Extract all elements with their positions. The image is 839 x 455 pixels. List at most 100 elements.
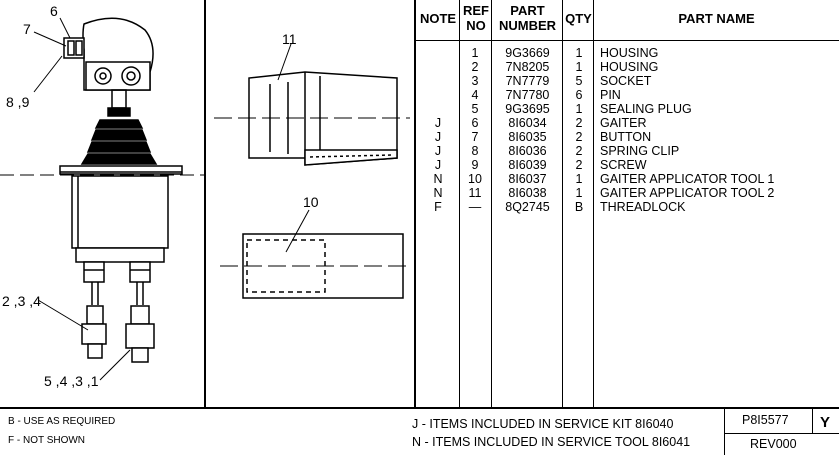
row-note: N [433, 172, 443, 186]
row-note: N [433, 186, 443, 200]
divider-right [414, 0, 416, 408]
row-part-number: 8I6036 [508, 144, 547, 158]
row-part-number: 7N7780 [505, 88, 550, 102]
divider-left [204, 0, 206, 408]
callout-7: 7 [23, 21, 31, 37]
table-row: J 7 8I6035 2 BUTTON [417, 130, 774, 144]
row-part-number: 8I6039 [508, 158, 547, 172]
row-part-name: GAITER APPLICATOR TOOL 1 [600, 172, 775, 186]
row-qty: 1 [575, 102, 583, 116]
row-part-name: HOUSING [600, 46, 659, 60]
footnote-j: J - ITEMS INCLUDED IN SERVICE KIT 8I6040 [412, 417, 674, 431]
header-note: NOTE [419, 11, 457, 26]
table-row: 2 7N8205 1 HOUSING [417, 60, 774, 74]
row-part-name: SPRING CLIP [600, 144, 680, 158]
row-ref: 2 [471, 60, 479, 74]
footer-box-left [724, 408, 725, 455]
row-note: J [434, 130, 442, 144]
row-part-number: 9G3669 [505, 46, 550, 60]
row-ref: 7 [471, 130, 479, 144]
tool-10-drawing [220, 209, 412, 299]
row-part-name: SCREW [600, 158, 647, 172]
row-note [417, 88, 459, 102]
row-note [417, 74, 459, 88]
table-row: N 11 8I6038 1 GAITER APPLICATOR TOOL 2 [417, 186, 774, 200]
tool-11-drawing [214, 43, 410, 166]
row-part-name: THREADLOCK [600, 200, 686, 214]
row-note [417, 46, 459, 60]
row-part-name: SEALING PLUG [600, 102, 692, 116]
row-qty: 1 [575, 186, 583, 200]
row-part-number: 8I6038 [508, 186, 547, 200]
callout-8-9: 8 ,9 [6, 94, 30, 110]
row-part-name: SOCKET [600, 74, 652, 88]
footnote-f: F - NOT SHOWN [8, 435, 86, 446]
row-note [417, 60, 459, 74]
row-ref: 11 [468, 186, 482, 200]
callout-6: 6 [50, 3, 58, 19]
row-part-name: BUTTON [600, 130, 652, 144]
row-qty: 2 [575, 144, 583, 158]
table-row: 3 7N7779 5 SOCKET [417, 74, 774, 88]
document-number: P8I5577 [742, 413, 789, 427]
header-part-name: PART NAME [678, 11, 755, 26]
row-ref: 1 [471, 46, 479, 60]
header-qty: QTY [565, 11, 592, 26]
row-part-name: GAITER [600, 116, 647, 130]
row-note: J [434, 116, 442, 130]
row-qty: 5 [575, 74, 583, 88]
row-part-name: HOUSING [600, 60, 659, 74]
table-row: F — 8Q2745 B THREADLOCK [417, 200, 774, 214]
callout-2-3-4: 2 ,3 ,4 [2, 293, 41, 309]
table-row: 5 9G3695 1 SEALING PLUG [417, 102, 774, 116]
joystick-drawing [0, 17, 204, 381]
row-note: F [434, 200, 442, 214]
footer-box-rule [724, 433, 839, 434]
row-part-number: 8Q2745 [505, 200, 550, 214]
row-note [417, 102, 459, 116]
sheet-letter: Y [820, 414, 831, 431]
col-line-pn [562, 0, 563, 408]
row-part-number: 7N8205 [505, 60, 550, 74]
row-qty: 6 [575, 88, 583, 102]
col-line-note [459, 0, 460, 408]
row-part-number: 7N7779 [505, 74, 550, 88]
row-ref: — [468, 200, 482, 214]
row-qty: B [574, 200, 584, 214]
row-qty: 2 [575, 130, 583, 144]
footer-box-mid [812, 408, 813, 434]
row-part-number: 9G3695 [505, 102, 550, 116]
row-part-name: PIN [600, 88, 621, 102]
row-ref: 3 [471, 74, 479, 88]
footer-divider [0, 407, 839, 409]
table-header-rule [416, 40, 839, 41]
row-qty: 1 [575, 60, 583, 74]
callout-11: 11 [282, 31, 297, 47]
header-ref-line2: NO [466, 18, 486, 33]
row-note: J [434, 158, 442, 172]
row-part-number: 8I6035 [508, 130, 547, 144]
row-note: J [434, 144, 442, 158]
row-ref: 10 [468, 172, 482, 186]
header-part-line1: PART [510, 3, 545, 18]
row-part-number: 8I6037 [508, 172, 547, 186]
header-part-line2: NUMBER [498, 18, 557, 33]
row-ref: 4 [471, 88, 479, 102]
table-row: 4 7N7780 6 PIN [417, 88, 774, 102]
row-qty: 2 [575, 158, 583, 172]
table-row: J 9 8I6039 2 SCREW [417, 158, 774, 172]
row-ref: 9 [471, 158, 479, 172]
row-part-name: GAITER APPLICATOR TOOL 2 [600, 186, 775, 200]
callout-10: 10 [303, 194, 319, 210]
row-qty: 2 [575, 116, 583, 130]
row-ref: 5 [471, 102, 479, 116]
col-line-qty [593, 0, 594, 408]
row-qty: 1 [575, 46, 583, 60]
row-ref: 6 [471, 116, 479, 130]
